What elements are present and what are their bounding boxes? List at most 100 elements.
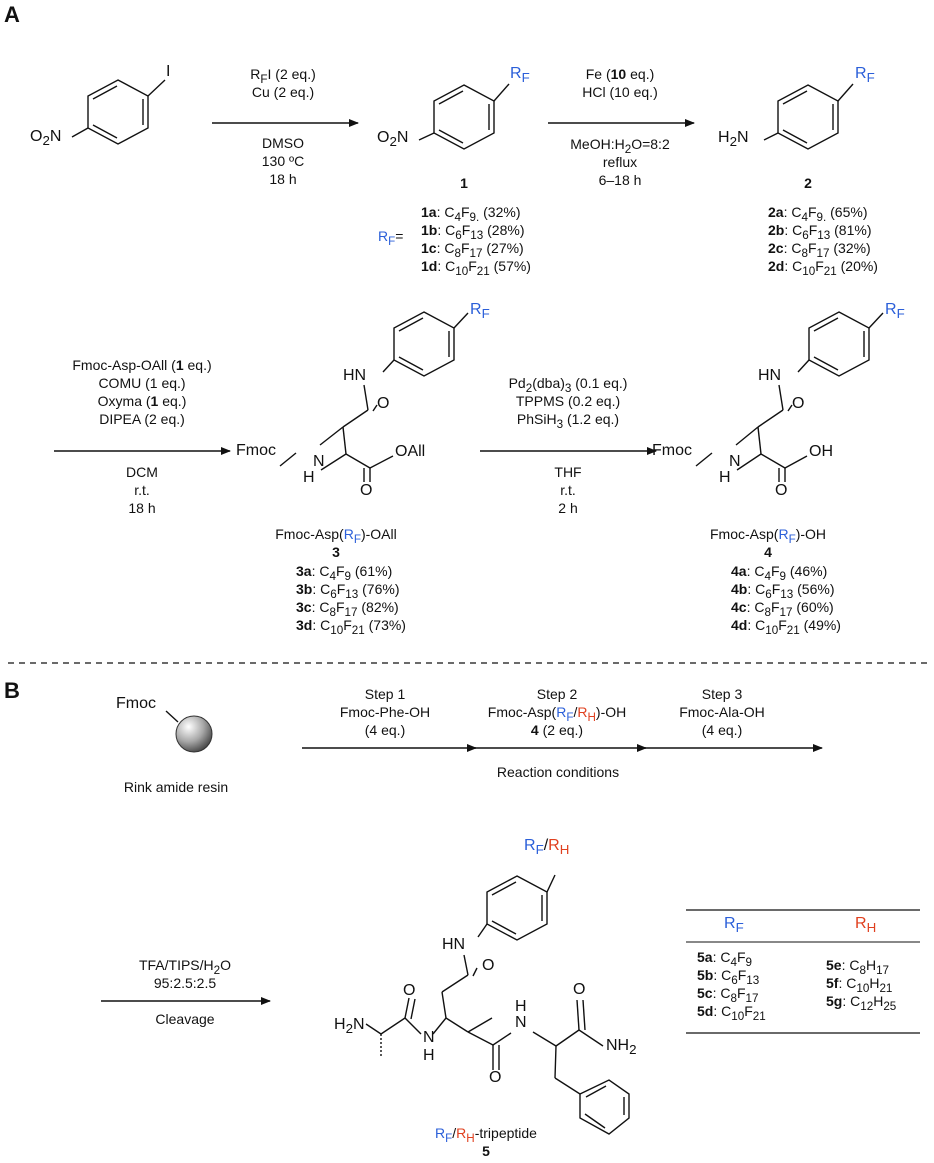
- cpd4-amide-hn: HN: [758, 367, 782, 384]
- tripeptide-number: 5: [482, 1143, 490, 1159]
- tripeptide-structure: [365, 874, 630, 1135]
- compound-4-structure: [695, 311, 884, 482]
- cpd2-amine-label: H2N: [718, 129, 749, 150]
- series2-entry: 2c: C8F17 (32%): [768, 240, 871, 260]
- entry-id: 3a: [296, 563, 312, 579]
- step2-line1: Fe (10 eq.): [585, 66, 655, 82]
- step4-line1: Pd2(dba)3 (0.1 eq.): [508, 375, 628, 395]
- compound-1-structure: [418, 83, 510, 150]
- cleavage-line1: TFA/TIPS/H2O: [138, 957, 232, 977]
- tripeptide-name: RF/RH-tripeptide: [435, 1125, 537, 1145]
- entry-id: 2b: [768, 222, 785, 238]
- table-entry: 5e: C8H17: [826, 957, 890, 977]
- tripeptide-ala-o: O: [403, 982, 416, 999]
- table-entry: 5g: C12H25: [826, 993, 897, 1013]
- compound-2-structure: [763, 83, 854, 150]
- series3-entry: 3c: C8F17 (82%): [296, 599, 399, 619]
- table-entry: 5f: C10H21: [826, 975, 893, 995]
- cpd3-amide-o: O: [377, 395, 390, 412]
- cpd3-oall: OAll: [395, 443, 426, 460]
- tripeptide-h2n: H2N: [334, 1016, 365, 1037]
- step3-solvent: DCM: [126, 464, 158, 480]
- spps-step2-eq: 4 (2 eq.): [530, 722, 584, 738]
- step2-time: 6–18 h: [598, 172, 642, 188]
- step4-line2: TPPMS (0.2 eq.): [515, 393, 621, 409]
- cpd3-fmoc: Fmoc: [236, 442, 276, 459]
- series1-entry: 1c: C8F17 (27%): [421, 240, 524, 260]
- cpd3-number: 3: [332, 544, 340, 560]
- starting-material-structure: [71, 79, 166, 145]
- cpd3-carbonyl-o: O: [360, 482, 373, 499]
- cpd1-rf: RF: [510, 65, 530, 86]
- cpd4-h: H: [719, 469, 731, 486]
- series1-entry: 1b: C6F13 (28%): [421, 222, 525, 242]
- table-entry: 5a: C4F9: [697, 949, 752, 969]
- step4-solvent: THF: [554, 464, 582, 480]
- step4-temp: r.t.: [560, 482, 576, 498]
- table-entry: 5c: C8F17: [697, 985, 759, 1005]
- entry-id: 1a: [421, 204, 437, 220]
- tripeptide-asp-o: O: [489, 1069, 502, 1086]
- step3-line1: Fmoc-Asp-OAll (1 eq.): [72, 357, 212, 373]
- resin-fmoc: Fmoc: [116, 695, 156, 712]
- entry-id: 3d: [296, 617, 313, 633]
- tripeptide-amide-hn: HN: [442, 936, 466, 953]
- spps-conditions-label: Reaction conditions: [496, 764, 620, 780]
- series-3-list: 3a: C4F9 (61%)3b: C6F13 (76%)3c: C8F17 (…: [296, 563, 406, 637]
- series1-entry: 1d: C10F21 (57%): [421, 258, 531, 278]
- spps-step2-reagent: Fmoc-Asp(RF/RH)-OH: [487, 704, 627, 724]
- series-1-list: 1a: C4F9. (32%)1b: C6F13 (28%)1c: C8F17 …: [421, 204, 531, 278]
- resin-bead: [165, 710, 213, 753]
- entry-id: 4a: [731, 563, 747, 579]
- table-entry: 5b: C6F13: [697, 967, 760, 987]
- panel-b-label: B: [4, 678, 20, 703]
- cpd2-rf: RF: [855, 65, 875, 86]
- step2-solvent: MeOH:H2O=8:2: [570, 136, 670, 156]
- series1-entry: 1a: C4F9. (32%): [421, 204, 521, 224]
- spps-step2-title: Step 2: [536, 686, 578, 702]
- entry-id: 2a: [768, 204, 784, 220]
- step1-line2: Cu (2 eq.): [251, 84, 315, 100]
- cleavage-label: Cleavage: [155, 1011, 215, 1027]
- cpd4-rf: RF: [885, 301, 905, 322]
- tripeptide-nh1-n: N: [423, 1029, 435, 1046]
- sm-nitro-label: O2N: [30, 128, 62, 149]
- entry-id: 2d: [768, 258, 785, 274]
- step3-line2: COMU (1 eq.): [98, 375, 186, 391]
- tripeptide-nh2-h: H: [515, 998, 527, 1015]
- tripeptide-side-o: O: [482, 957, 495, 974]
- entry-id: 2c: [768, 240, 784, 256]
- cleavage-line2: 95:2.5:2.5: [153, 975, 217, 991]
- cpd4-amide-o: O: [792, 395, 805, 412]
- cpd4-name: Fmoc-Asp(RF)-OH: [709, 526, 827, 546]
- step3-temp: r.t.: [134, 482, 150, 498]
- tripeptide-phe-o: O: [573, 981, 586, 998]
- step1-solvent: DMSO: [262, 135, 304, 151]
- step3-line3: Oxyma (1 eq.): [97, 393, 187, 409]
- cpd1-number: 1: [460, 175, 468, 191]
- step2-temp: reflux: [602, 154, 638, 170]
- step1-time: 18 h: [269, 171, 297, 187]
- step4-time: 2 h: [558, 500, 578, 516]
- cpd4-number: 4: [764, 544, 772, 560]
- cpd3-name: Fmoc-Asp(RF)-OAll: [275, 526, 397, 546]
- entry-id: 3c: [296, 599, 312, 615]
- step3-time: 18 h: [128, 500, 156, 516]
- series4-entry: 4a: C4F9 (46%): [731, 563, 828, 583]
- series4-entry: 4b: C6F13 (56%): [731, 581, 835, 601]
- step2-line2: HCl (10 eq.): [582, 84, 658, 100]
- entry-id: 1c: [421, 240, 437, 256]
- cpd1-nitro-label: O2N: [377, 129, 409, 150]
- entry-id: 4d: [731, 617, 748, 633]
- cpd4-fmoc: Fmoc: [652, 442, 692, 459]
- sm-iodo-label: I: [166, 63, 171, 80]
- cpd4-oh: OH: [809, 443, 833, 460]
- spps-step3-eq: (4 eq.): [701, 722, 743, 738]
- rf-definition: RF=: [378, 228, 404, 248]
- spps-step1-reagent: Fmoc-Phe-OH: [339, 704, 431, 720]
- entry-id: 1b: [421, 222, 438, 238]
- tripeptide-nh2: NH2: [606, 1037, 637, 1058]
- table-entry: 5d: C10F21: [697, 1003, 766, 1023]
